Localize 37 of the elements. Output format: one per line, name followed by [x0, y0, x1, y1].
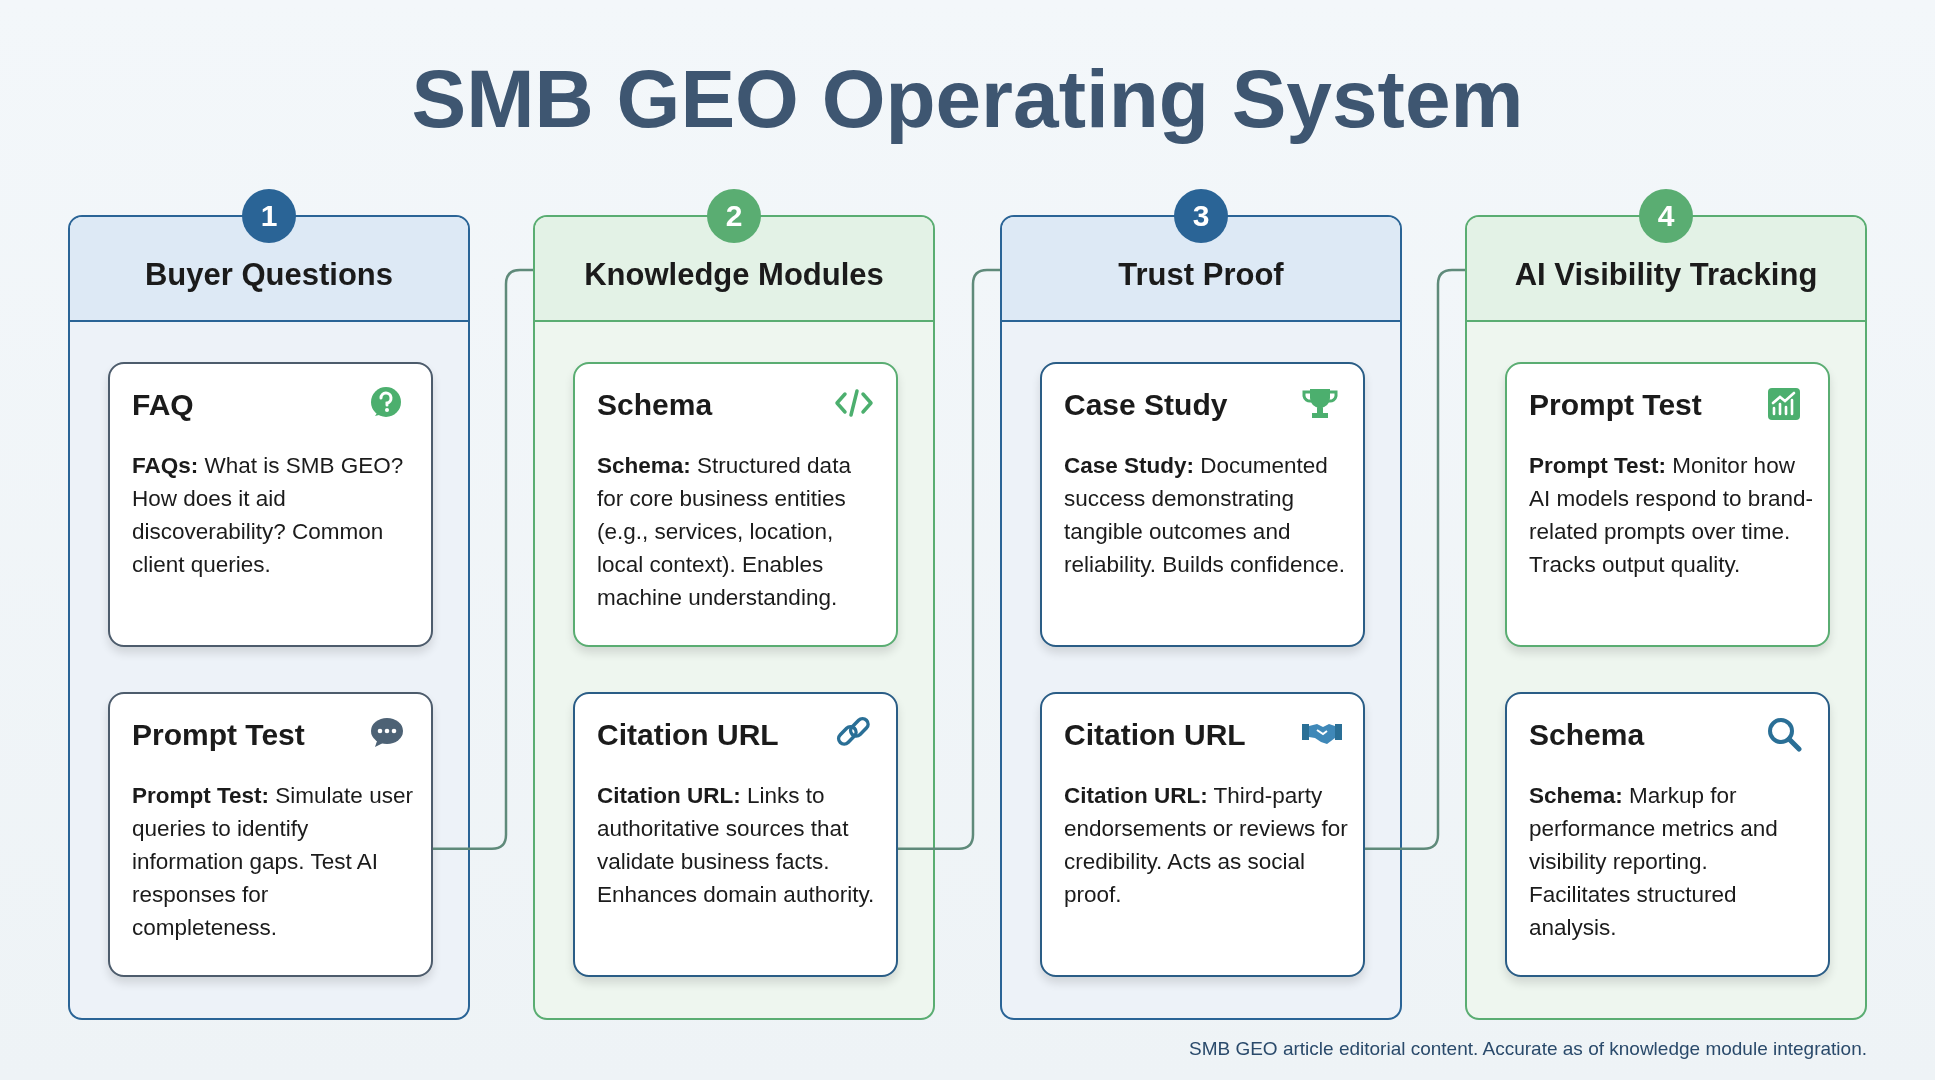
card-title: Citation URL — [597, 718, 779, 752]
card-description: Prompt Test: Simulate user queries to identify information gaps. Test AI responses for completeness. — [132, 782, 414, 942]
card-description: Prompt Test: Monitor how AI models respond to brand-related prompts over time. Tracks output quality. — [1529, 452, 1814, 579]
column-heading: AI Visibility Tracking — [1513, 257, 1819, 293]
column-heading: Trust Proof — [1117, 257, 1285, 293]
column-heading: Buyer Questions — [143, 257, 395, 293]
caption: SMB GEO article editorial content. Accurate as of knowledge module integration. — [1188, 1038, 1867, 1060]
info-card — [1505, 362, 1830, 647]
info-card — [1040, 692, 1365, 977]
card-title: Prompt Test — [1529, 388, 1702, 422]
step-number: 4 — [1639, 189, 1693, 243]
card-title: Schema — [1529, 718, 1645, 752]
card-title: Citation URL — [1064, 718, 1246, 752]
info-card — [1040, 362, 1365, 647]
column-heading: Knowledge Modules — [583, 257, 885, 293]
info-card — [1505, 692, 1830, 977]
step-number: 2 — [707, 189, 761, 243]
card-description: Citation URL: Third-party endorsements or reviews for credibility. Acts as social proof. — [1064, 782, 1349, 909]
card-description: FAQs: What is SMB GEO? How does it aid discoverability? Common client queries. — [132, 452, 405, 579]
info-card — [573, 692, 898, 977]
card-title: Case Study — [1064, 388, 1228, 422]
card-description: Citation URL: Links to authoritative sources that validate business facts. Enhances domain authority. — [597, 782, 876, 909]
step-number: 1 — [242, 189, 296, 243]
connector-line — [433, 268, 533, 850]
step-number: 3 — [1174, 189, 1228, 243]
card-title: FAQ — [132, 388, 194, 422]
card-title: Prompt Test — [132, 718, 305, 752]
card-description: Case Study: Documented success demonstrating tangible outcomes and reliability. Builds confidence. — [1064, 452, 1346, 579]
card-title: Schema — [597, 388, 713, 422]
info-card — [108, 362, 433, 647]
card-description: Schema: Structured data for core business entities (e.g., services, location, local context). Enables machine understanding. — [597, 452, 852, 612]
connector-line — [1365, 268, 1465, 850]
info-card — [108, 692, 433, 977]
card-description: Schema: Markup for performance metrics and visibility reporting. Facilitates structured analysis. — [1529, 782, 1779, 942]
diagram-title: SMB GEO Operating System — [410, 52, 1525, 146]
info-card — [573, 362, 898, 647]
connector-line — [898, 268, 1000, 850]
